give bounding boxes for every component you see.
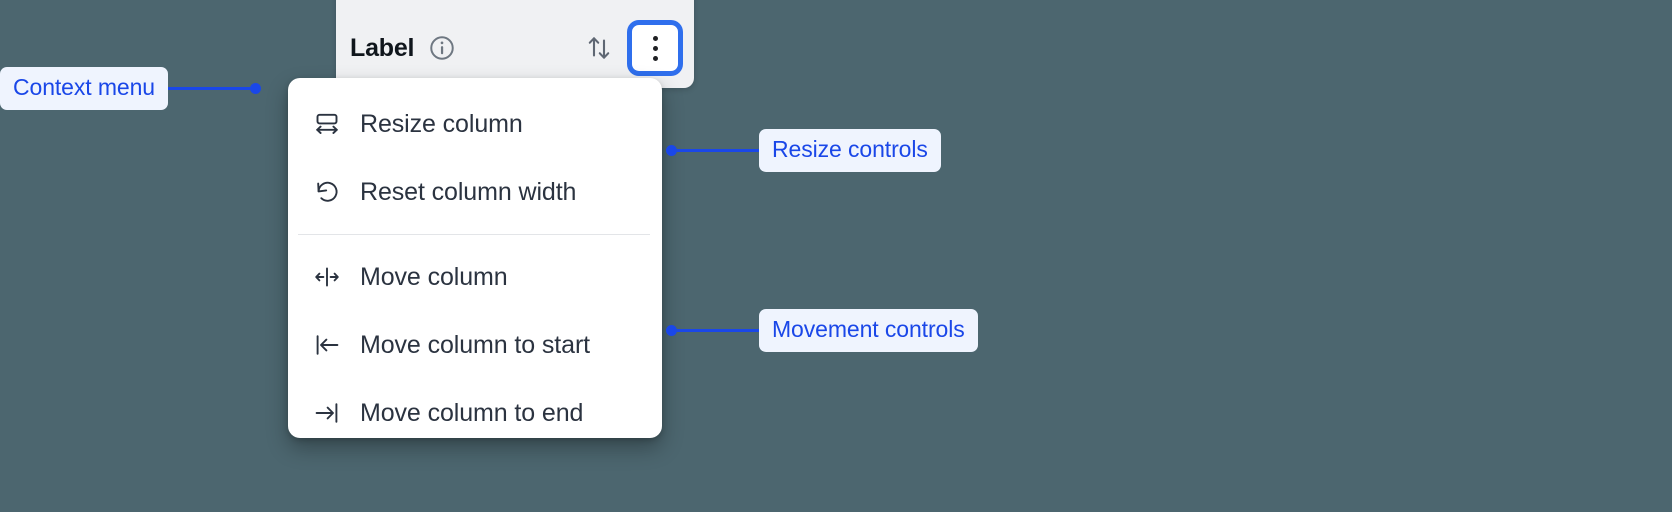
menu-item-label: Resize column: [360, 109, 523, 138]
sort-up-down-icon[interactable]: [582, 31, 616, 65]
callout-leader-line: [677, 149, 759, 152]
callout-leader-line: [677, 329, 759, 332]
menu-item-move-column[interactable]: Move column: [288, 243, 662, 311]
menu-item-label: Move column: [360, 262, 508, 291]
menu-item-label: Move column to start: [360, 330, 591, 359]
callout-resize-controls: Resize controls: [666, 129, 941, 172]
column-menu-button[interactable]: [630, 23, 680, 73]
callout-label: Resize controls: [759, 129, 941, 172]
menu-item-move-column-to-end[interactable]: Move column to end: [288, 379, 662, 447]
menu-item-move-column-to-start[interactable]: Move column to start: [288, 311, 662, 379]
menu-item-label: Reset column width: [360, 177, 577, 206]
callout-label: Movement controls: [759, 309, 978, 352]
info-circle-icon[interactable]: [428, 34, 456, 62]
callout-context-menu: Context menu: [0, 67, 261, 110]
callout-anchor-dot: [666, 325, 677, 336]
column-context-menu: Resize column Reset column width Move co…: [288, 78, 662, 438]
kebab-dot-1: [652, 35, 658, 41]
menu-divider: [298, 234, 650, 235]
kebab-dot-3: [652, 55, 658, 61]
callout-anchor-dot: [250, 83, 261, 94]
menu-item-reset-column-width[interactable]: Reset column width: [288, 158, 662, 226]
menu-item-resize-column[interactable]: Resize column: [288, 90, 662, 158]
reset-width-icon: [312, 178, 342, 206]
move-column-icon: [312, 263, 342, 291]
callout-anchor-dot: [666, 145, 677, 156]
kebab-dot-2: [652, 45, 658, 51]
move-to-end-icon: [312, 399, 342, 427]
column-header-row: Label: [350, 20, 680, 76]
column-header-card: Label: [336, 0, 694, 88]
move-to-start-icon: [312, 331, 342, 359]
resize-column-icon: [312, 110, 342, 138]
callout-movement-controls: Movement controls: [666, 309, 978, 352]
menu-item-label: Move column to end: [360, 398, 584, 427]
callout-leader-line: [168, 87, 250, 90]
page-title: Label: [350, 33, 415, 62]
callout-label: Context menu: [0, 67, 168, 110]
